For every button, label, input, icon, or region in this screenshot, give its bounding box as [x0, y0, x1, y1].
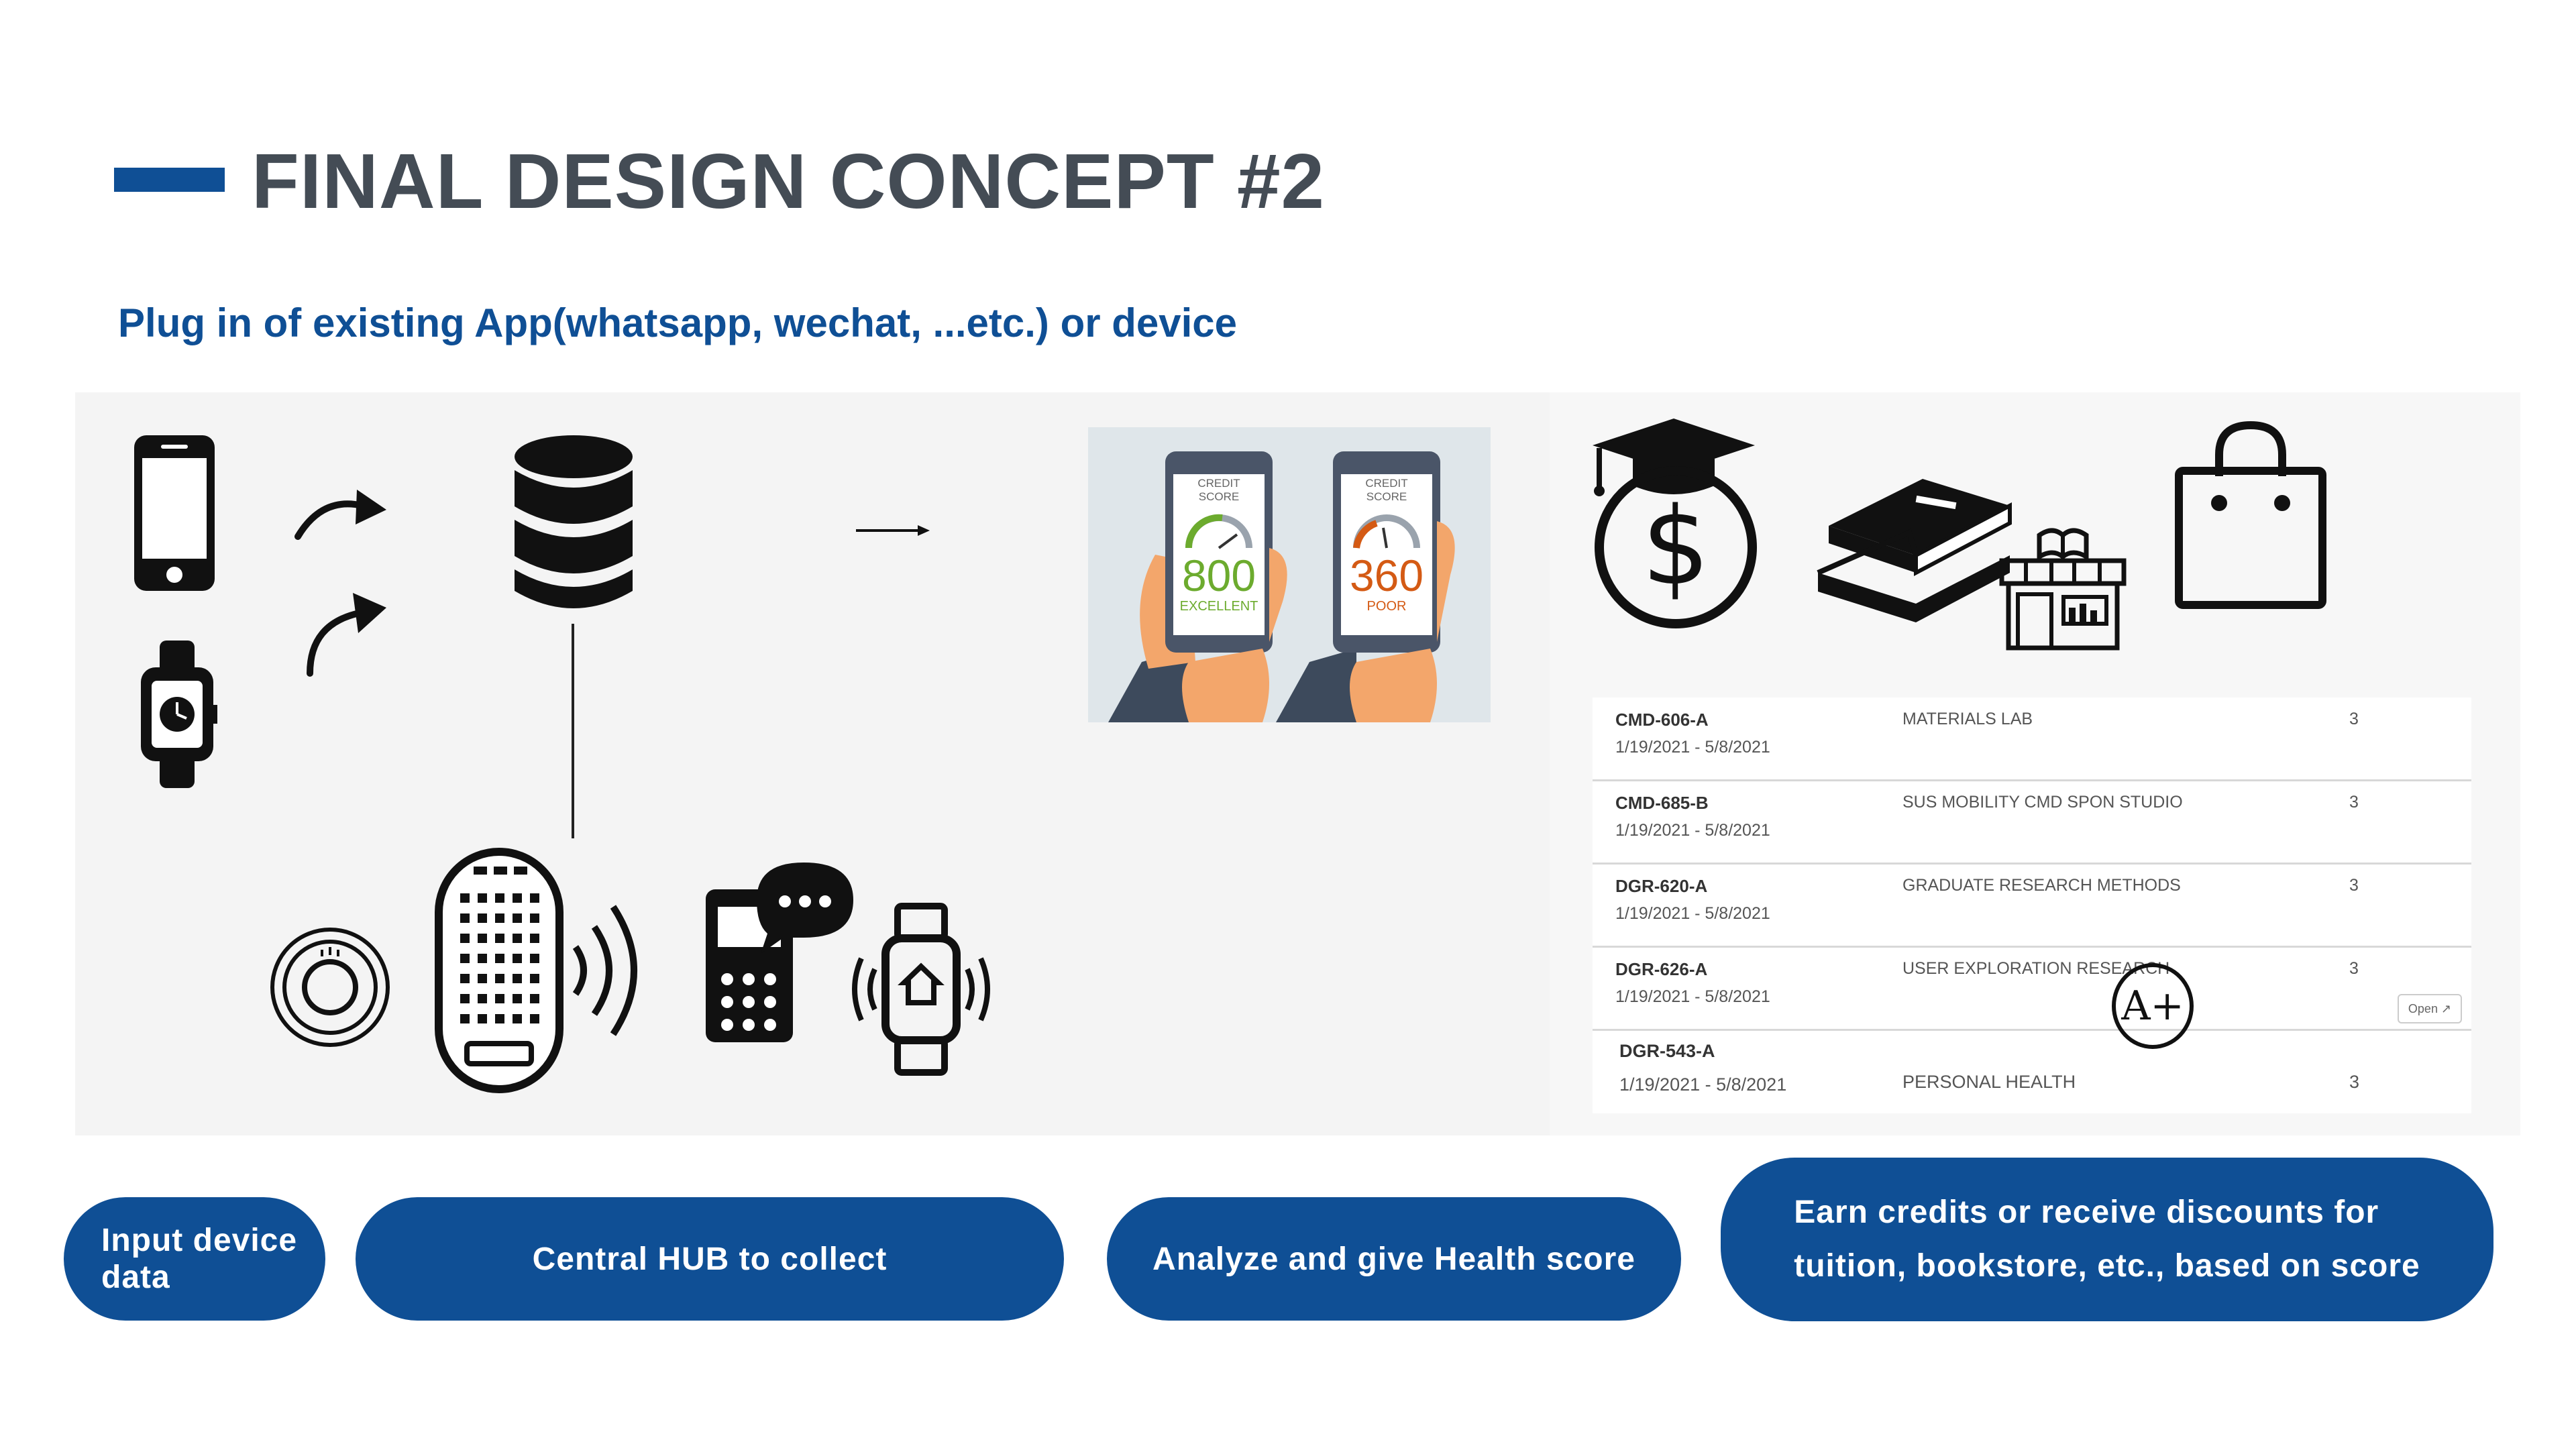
hub-connector-line	[572, 624, 574, 838]
smartwatch-icon	[141, 641, 217, 788]
table-row[interactable]: DGR-543-A 1/19/2021 - 5/8/2021 PERSONAL …	[1593, 1030, 2471, 1112]
course-credits: 3	[2349, 1072, 2360, 1092]
course-credits: 3	[2349, 710, 2359, 728]
step-input-line2: data	[101, 1260, 170, 1295]
step-central-hub: Central HUB to collect	[356, 1197, 1064, 1321]
course-dates: 1/19/2021 - 5/8/2021	[1615, 821, 1770, 840]
step-input-device: Input device data	[64, 1197, 325, 1321]
course-code: CMD-685-B	[1615, 793, 1709, 813]
open-button[interactable]: Open ↗	[2398, 994, 2462, 1023]
shopping-bag-icon	[2175, 421, 2326, 609]
title-accent-bar	[114, 168, 225, 192]
course-dates: 1/19/2021 - 5/8/2021	[1619, 1074, 1787, 1095]
database-icon	[515, 435, 633, 608]
credit-score-illustration: CREDIT SCORE 800 EXCELLENT CREDIT SCORE …	[1088, 427, 1491, 722]
page-title: FINAL DESIGN CONCEPT #2	[252, 137, 1325, 225]
step-earn-line2: tuition, bookstore, etc., based on score	[1794, 1248, 2420, 1284]
credit-rating-2: POOR	[1366, 599, 1407, 614]
step-input-line1: Input device	[101, 1223, 298, 1258]
step-earn-credits: Earn credits or receive discounts for tu…	[1721, 1158, 2493, 1321]
step-hub-label: Central HUB to collect	[532, 1241, 888, 1277]
step-analyze-label: Analyze and give Health score	[1152, 1241, 1635, 1277]
course-code: CMD-606-A	[1615, 710, 1709, 730]
course-dates: 1/19/2021 - 5/8/2021	[1615, 904, 1770, 923]
course-code: DGR-620-A	[1615, 876, 1708, 896]
credit-label-1: CREDIT SCORE	[1197, 477, 1240, 503]
credit-score-2: 360	[1349, 551, 1424, 600]
external-link-icon: ↗	[2440, 1001, 2452, 1015]
credit-score-1: 800	[1181, 551, 1256, 600]
arrow-right-icon	[856, 525, 930, 536]
phone-chat-icon	[706, 863, 853, 1042]
smart-speaker-icon	[435, 848, 637, 1093]
open-label: Open	[2408, 1001, 2438, 1015]
course-dates: 1/19/2021 - 5/8/2021	[1615, 987, 1770, 1006]
step-earn-line1: Earn credits or receive discounts for	[1794, 1195, 2379, 1230]
table-row[interactable]: DGR-626-A 1/19/2021 - 5/8/2021 USER EXPL…	[1593, 947, 2471, 1031]
course-name: PERSONAL HEALTH	[1902, 1072, 2076, 1092]
svg-text:$: $	[1642, 484, 1710, 609]
bookstore-icon	[1999, 528, 2127, 651]
smartphone-icon	[134, 435, 215, 591]
course-code: DGR-626-A	[1615, 959, 1708, 979]
table-row[interactable]: CMD-685-B 1/19/2021 - 5/8/2021 SUS MOBIL…	[1593, 781, 2471, 865]
grade-a-plus-icon: A+	[2112, 963, 2194, 1049]
tuition-money-icon: $	[1593, 419, 1757, 628]
credit-label-2: CREDIT SCORE	[1365, 477, 1408, 503]
table-row[interactable]: DGR-620-A 1/19/2021 - 5/8/2021 GRADUATE …	[1593, 864, 2471, 948]
course-dates: 1/19/2021 - 5/8/2021	[1615, 738, 1770, 757]
table-row[interactable]: CMD-606-A 1/19/2021 - 5/8/2021 MATERIALS…	[1593, 698, 2471, 781]
course-credits: 3	[2349, 793, 2359, 812]
credit-rating-1: EXCELLENT	[1179, 599, 1258, 614]
curved-arrow-icon	[294, 490, 386, 540]
books-icon	[1817, 479, 2012, 622]
thermostat-icon	[270, 928, 390, 1047]
course-credits: 3	[2349, 876, 2359, 895]
step-analyze: Analyze and give Health score	[1107, 1197, 1681, 1321]
course-name: MATERIALS LAB	[1902, 710, 2033, 728]
course-table: CMD-606-A 1/19/2021 - 5/8/2021 MATERIALS…	[1593, 698, 2471, 1113]
course-credits: 3	[2349, 959, 2359, 978]
smartwatch-home-icon	[852, 903, 990, 1076]
grade-text: A+	[2121, 983, 2184, 1030]
course-name: GRADUATE RESEARCH METHODS	[1902, 876, 2181, 895]
course-code: DGR-543-A	[1619, 1041, 1715, 1061]
curved-arrow-icon	[307, 593, 386, 677]
course-name: SUS MOBILITY CMD SPON STUDIO	[1902, 793, 2183, 812]
page-subtitle: Plug in of existing App(whatsapp, wechat…	[118, 300, 1238, 345]
